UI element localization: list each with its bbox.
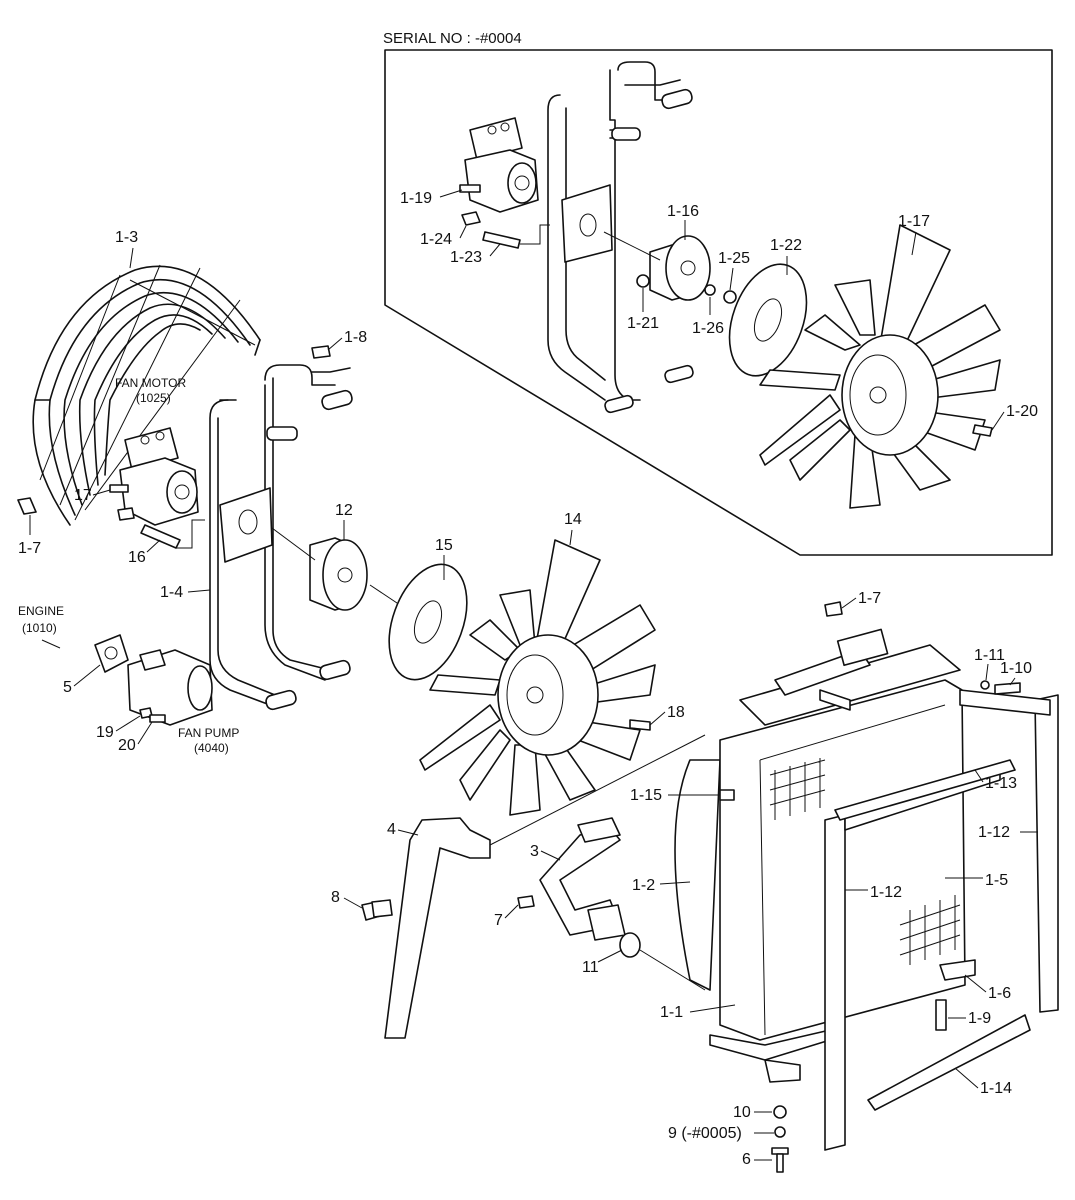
label-1-2: 1-2 bbox=[632, 877, 655, 894]
label-17: 17 bbox=[74, 487, 92, 504]
label-4: 4 bbox=[387, 821, 396, 838]
label-20: 20 bbox=[118, 737, 136, 754]
inset-hardware bbox=[459, 184, 993, 437]
label-19: 19 bbox=[96, 724, 114, 741]
label-6: 6 bbox=[742, 1151, 751, 1168]
engine-ref: (1010) bbox=[22, 621, 57, 635]
inset-labels: 1-19 1-24 1-23 1-16 1-25 1-22 1-17 1-21 … bbox=[400, 189, 1038, 431]
label-1-13: 1-13 bbox=[985, 775, 1017, 792]
label-1-6: 1-6 bbox=[988, 985, 1011, 1002]
label-1-14: 1-14 bbox=[980, 1080, 1012, 1097]
label-1-24: 1-24 bbox=[420, 231, 452, 248]
label-15: 15 bbox=[435, 537, 453, 554]
fan-hub bbox=[271, 527, 401, 611]
main-labels: 1-3 1-8 1-7 17 16 1-4 12 15 14 5 19 20 1… bbox=[18, 229, 1038, 1168]
label-11: 11 bbox=[582, 959, 599, 976]
label-16: 16 bbox=[128, 549, 146, 566]
label-3: 3 bbox=[530, 843, 539, 860]
label-1-22: 1-22 bbox=[770, 237, 802, 254]
water-pipe bbox=[517, 817, 706, 991]
fan-motor bbox=[109, 427, 199, 526]
label-1-10: 1-10 bbox=[1000, 660, 1032, 677]
label-9: 9 (-#0005) bbox=[668, 1125, 742, 1142]
inset-fan-motor bbox=[464, 117, 539, 213]
fan-motor-ref: (1025) bbox=[136, 391, 171, 405]
fan-pump-ref: (4040) bbox=[194, 741, 229, 755]
inset-fan-bracket bbox=[547, 61, 694, 414]
fan-pump-name: FAN PUMP bbox=[178, 726, 239, 740]
label-1-8: 1-8 bbox=[344, 329, 367, 346]
radiator-frames bbox=[824, 689, 1059, 1151]
label-1-12b: 1-12 bbox=[870, 884, 902, 901]
label-12: 12 bbox=[335, 502, 353, 519]
label-1-3: 1-3 bbox=[115, 229, 138, 246]
label-5: 5 bbox=[63, 679, 72, 696]
label-14: 14 bbox=[564, 511, 582, 528]
label-1-9: 1-9 bbox=[968, 1010, 991, 1027]
right-hardware bbox=[771, 601, 1021, 1173]
label-10: 10 bbox=[733, 1104, 751, 1121]
serial-note: SERIAL NO : -#0004 bbox=[383, 30, 522, 47]
label-1-15: 1-15 bbox=[630, 787, 662, 804]
spacer-plate bbox=[388, 563, 468, 681]
label-1-21: 1-21 bbox=[627, 315, 659, 332]
serial-inset: SERIAL NO : -#0004 bbox=[383, 30, 1053, 556]
label-1-4: 1-4 bbox=[160, 584, 183, 601]
label-7: 7 bbox=[494, 912, 503, 929]
fan-motor-name: FAN MOTOR bbox=[115, 376, 186, 390]
left-hardware bbox=[17, 345, 651, 731]
label-1-16: 1-16 bbox=[667, 203, 699, 220]
label-1-1: 1-1 bbox=[660, 1004, 683, 1021]
label-1-25: 1-25 bbox=[718, 250, 750, 267]
label-1-7b: 1-7 bbox=[858, 590, 881, 607]
label-1-26: 1-26 bbox=[692, 320, 724, 337]
label-1-7a: 1-7 bbox=[18, 540, 41, 557]
stay-bar bbox=[361, 734, 706, 1039]
engine-name: ENGINE bbox=[18, 604, 64, 618]
label-1-5: 1-5 bbox=[985, 872, 1008, 889]
fan-bracket bbox=[209, 364, 353, 711]
label-1-19: 1-19 bbox=[400, 190, 432, 207]
fan-pump bbox=[127, 649, 213, 726]
cooling-fan bbox=[419, 539, 656, 816]
label-1-20: 1-20 bbox=[1006, 403, 1038, 420]
inset-spacer-plate bbox=[728, 263, 808, 377]
label-1-11: 1-11 bbox=[974, 647, 1005, 664]
label-8: 8 bbox=[331, 889, 340, 906]
engine-adapter bbox=[94, 634, 129, 673]
fan-guard bbox=[32, 264, 261, 526]
inset-fan-hub bbox=[603, 231, 711, 301]
inset-fan bbox=[759, 224, 1001, 509]
label-1-17: 1-17 bbox=[898, 213, 930, 230]
label-18: 18 bbox=[667, 704, 685, 721]
label-1-12a: 1-12 bbox=[978, 824, 1010, 841]
label-1-23: 1-23 bbox=[450, 249, 482, 266]
